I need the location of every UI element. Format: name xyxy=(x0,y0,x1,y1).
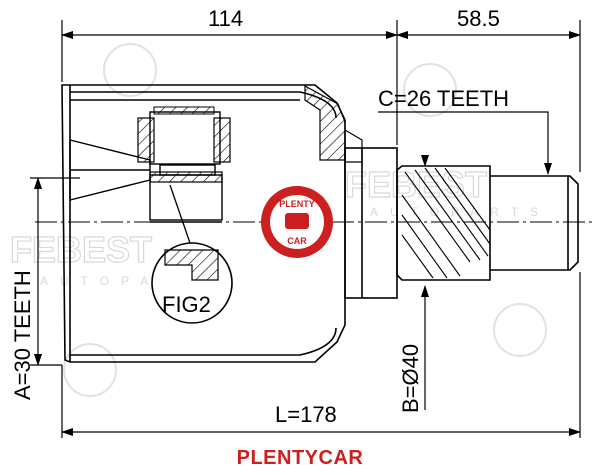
dim-b-text: B=Ø40 xyxy=(398,344,423,413)
housing-outline xyxy=(61,84,346,363)
dim-a-text: A=30 TEETH xyxy=(10,270,35,400)
dimension-lines xyxy=(30,20,581,438)
spider-ring-section xyxy=(149,171,223,183)
roller-left-section xyxy=(137,117,155,163)
dim-114-text: 114 xyxy=(208,6,243,31)
watermark-seal-4 xyxy=(63,343,117,397)
plentycar-badge: PLENTY CAR xyxy=(261,186,333,258)
fig2-callout: FIG2 xyxy=(151,184,233,324)
footer-brand: PLENTYCAR xyxy=(236,447,364,469)
housing-shoulder-section xyxy=(304,84,346,161)
dim-58-5-text: 58.5 xyxy=(457,6,500,31)
watermark-brand-left: FEBEST xyxy=(10,229,152,270)
watermark-seal-1 xyxy=(403,63,457,117)
watermark-seal-3 xyxy=(103,43,157,97)
fig2-hatched-detail xyxy=(164,249,219,281)
spline-teeth xyxy=(401,167,491,279)
badge-top-text: PLENTY xyxy=(279,199,315,209)
stub-shaft xyxy=(344,147,579,299)
dim-c-leader xyxy=(378,111,552,175)
roller-block xyxy=(149,111,221,165)
spline-section xyxy=(396,165,491,281)
watermark-brand-right: FEBEST xyxy=(345,164,487,205)
housing-neck xyxy=(344,128,363,163)
watermark-seal-2 xyxy=(493,303,547,357)
stub-end xyxy=(490,175,579,271)
fig2-label: FIG2 xyxy=(162,292,211,317)
fig2-leader xyxy=(169,184,191,244)
roller-right-section xyxy=(213,117,231,163)
housing-inner-bottom xyxy=(70,327,337,356)
roller-cap-section xyxy=(153,106,215,115)
car-icon xyxy=(285,213,309,229)
dim-l-text: L=178 xyxy=(275,402,337,427)
badge-bottom-text: CAR xyxy=(287,236,307,246)
dim-c-text: C=26 TEETH xyxy=(378,86,509,111)
